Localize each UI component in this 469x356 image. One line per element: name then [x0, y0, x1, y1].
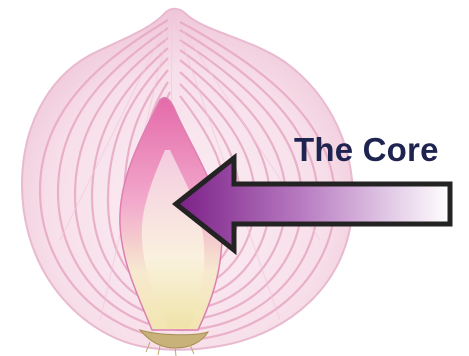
core-label: The Core [294, 130, 439, 170]
